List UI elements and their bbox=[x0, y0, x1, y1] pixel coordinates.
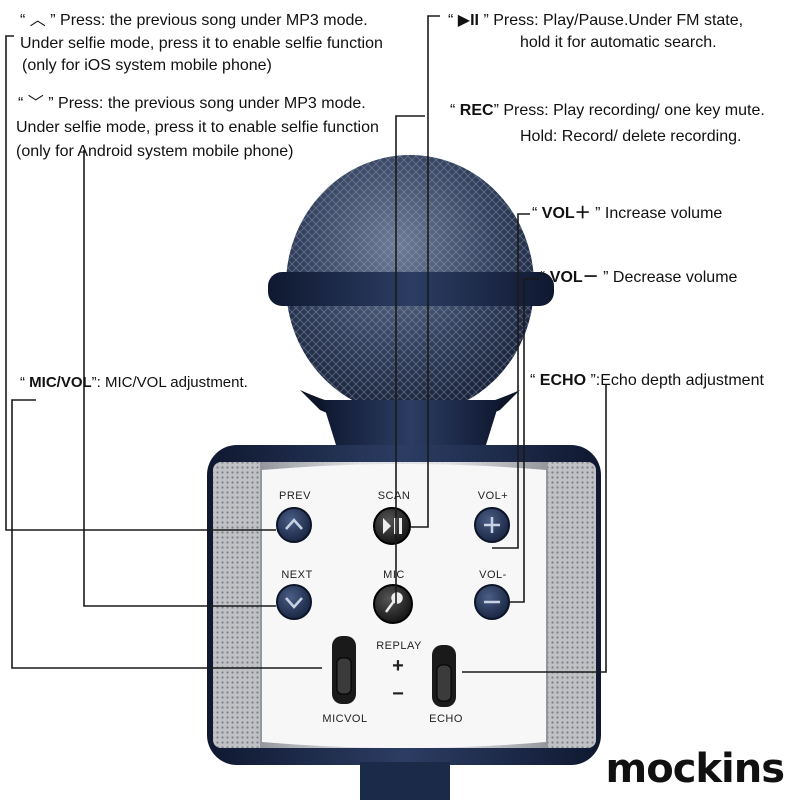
leader-lines bbox=[5, 15, 607, 673]
label-vol-minus: VOL- bbox=[479, 569, 507, 581]
label-plus: + bbox=[392, 655, 404, 677]
annotation-play: “ ▶II ” Press: Play/Pause.Under FM state… bbox=[448, 12, 744, 29]
annotation-rec-line2: Hold: Record/ delete recording. bbox=[520, 128, 742, 145]
echo-slider-knob[interactable] bbox=[436, 664, 452, 702]
leader-line-echo bbox=[462, 385, 607, 673]
annotation-prev: “ ︿ ” Press: the previous song under MP3… bbox=[20, 12, 368, 29]
leader-line-vol-minus bbox=[508, 278, 538, 603]
brand-logo: mockins bbox=[605, 746, 785, 792]
label-echo: ECHO bbox=[429, 713, 463, 725]
leader-line-play bbox=[410, 15, 440, 528]
annotation-next-line2: Under selfie mode, press it to enable se… bbox=[16, 119, 379, 136]
mic-icon bbox=[384, 592, 403, 613]
label-replay: REPLAY bbox=[376, 640, 422, 652]
micvol-slider[interactable] bbox=[332, 636, 356, 704]
leader-line-micvol bbox=[11, 399, 322, 669]
scan-play-button[interactable] bbox=[373, 507, 411, 545]
mic-rec-button[interactable] bbox=[373, 584, 413, 624]
next-button[interactable] bbox=[276, 584, 312, 620]
play-pause-symbol-icon: ▶II bbox=[457, 12, 479, 29]
annotation-vol-plus: “ VOL＋ ” Increase volume bbox=[532, 205, 723, 222]
leader-line-prev bbox=[5, 35, 276, 531]
prev-button[interactable] bbox=[276, 507, 312, 543]
annotation-prev-line2: Under selfie mode, press it to enable se… bbox=[20, 35, 383, 52]
leader-line-next bbox=[83, 150, 276, 607]
down-arrow-icon bbox=[285, 597, 303, 609]
annotation-echo: “ ECHO ”:Echo depth adjustment bbox=[530, 372, 764, 389]
micvol-slider-knob[interactable] bbox=[336, 657, 352, 695]
leader-line-vol-plus bbox=[492, 213, 530, 549]
mic-handle bbox=[360, 762, 450, 800]
annotation-next: “ ﹀ ” Press: the previous song under MP3… bbox=[18, 95, 366, 112]
vol-plus-button[interactable] bbox=[474, 507, 510, 543]
up-symbol-icon: ︿ bbox=[29, 12, 46, 29]
down-symbol-icon: ﹀ bbox=[27, 95, 44, 112]
annotation-prev-line3: (only for iOS system mobile phone) bbox=[22, 57, 272, 74]
leader-line-rec bbox=[395, 115, 425, 604]
head-ring bbox=[268, 272, 554, 306]
annotation-micvol: “ MIC/VOL”: MIC/VOL adjustment. bbox=[20, 374, 248, 391]
echo-slider[interactable] bbox=[432, 645, 456, 707]
mic-neck bbox=[322, 400, 500, 445]
label-micvol: MICVOL bbox=[322, 713, 367, 725]
label-scan: SCAN bbox=[378, 490, 411, 502]
annotation-rec: “ REC” Press: Play recording/ one key mu… bbox=[450, 102, 765, 119]
label-mic: MIC bbox=[383, 569, 405, 581]
up-arrow-icon bbox=[285, 518, 303, 530]
mic-head bbox=[268, 155, 554, 430]
vol-minus-button[interactable] bbox=[474, 584, 510, 620]
label-prev: PREV bbox=[279, 490, 311, 502]
plus-icon bbox=[484, 517, 500, 533]
annotation-vol-minus: “ VOL－ ” Decrease volume bbox=[540, 269, 738, 286]
label-minus: − bbox=[392, 683, 404, 705]
label-vol-plus: VOL+ bbox=[478, 490, 508, 502]
label-next: NEXT bbox=[281, 569, 312, 581]
annotation-next-line3: (only for Android system mobile phone) bbox=[16, 143, 294, 160]
annotation-play-line2: hold it for automatic search. bbox=[520, 34, 717, 51]
